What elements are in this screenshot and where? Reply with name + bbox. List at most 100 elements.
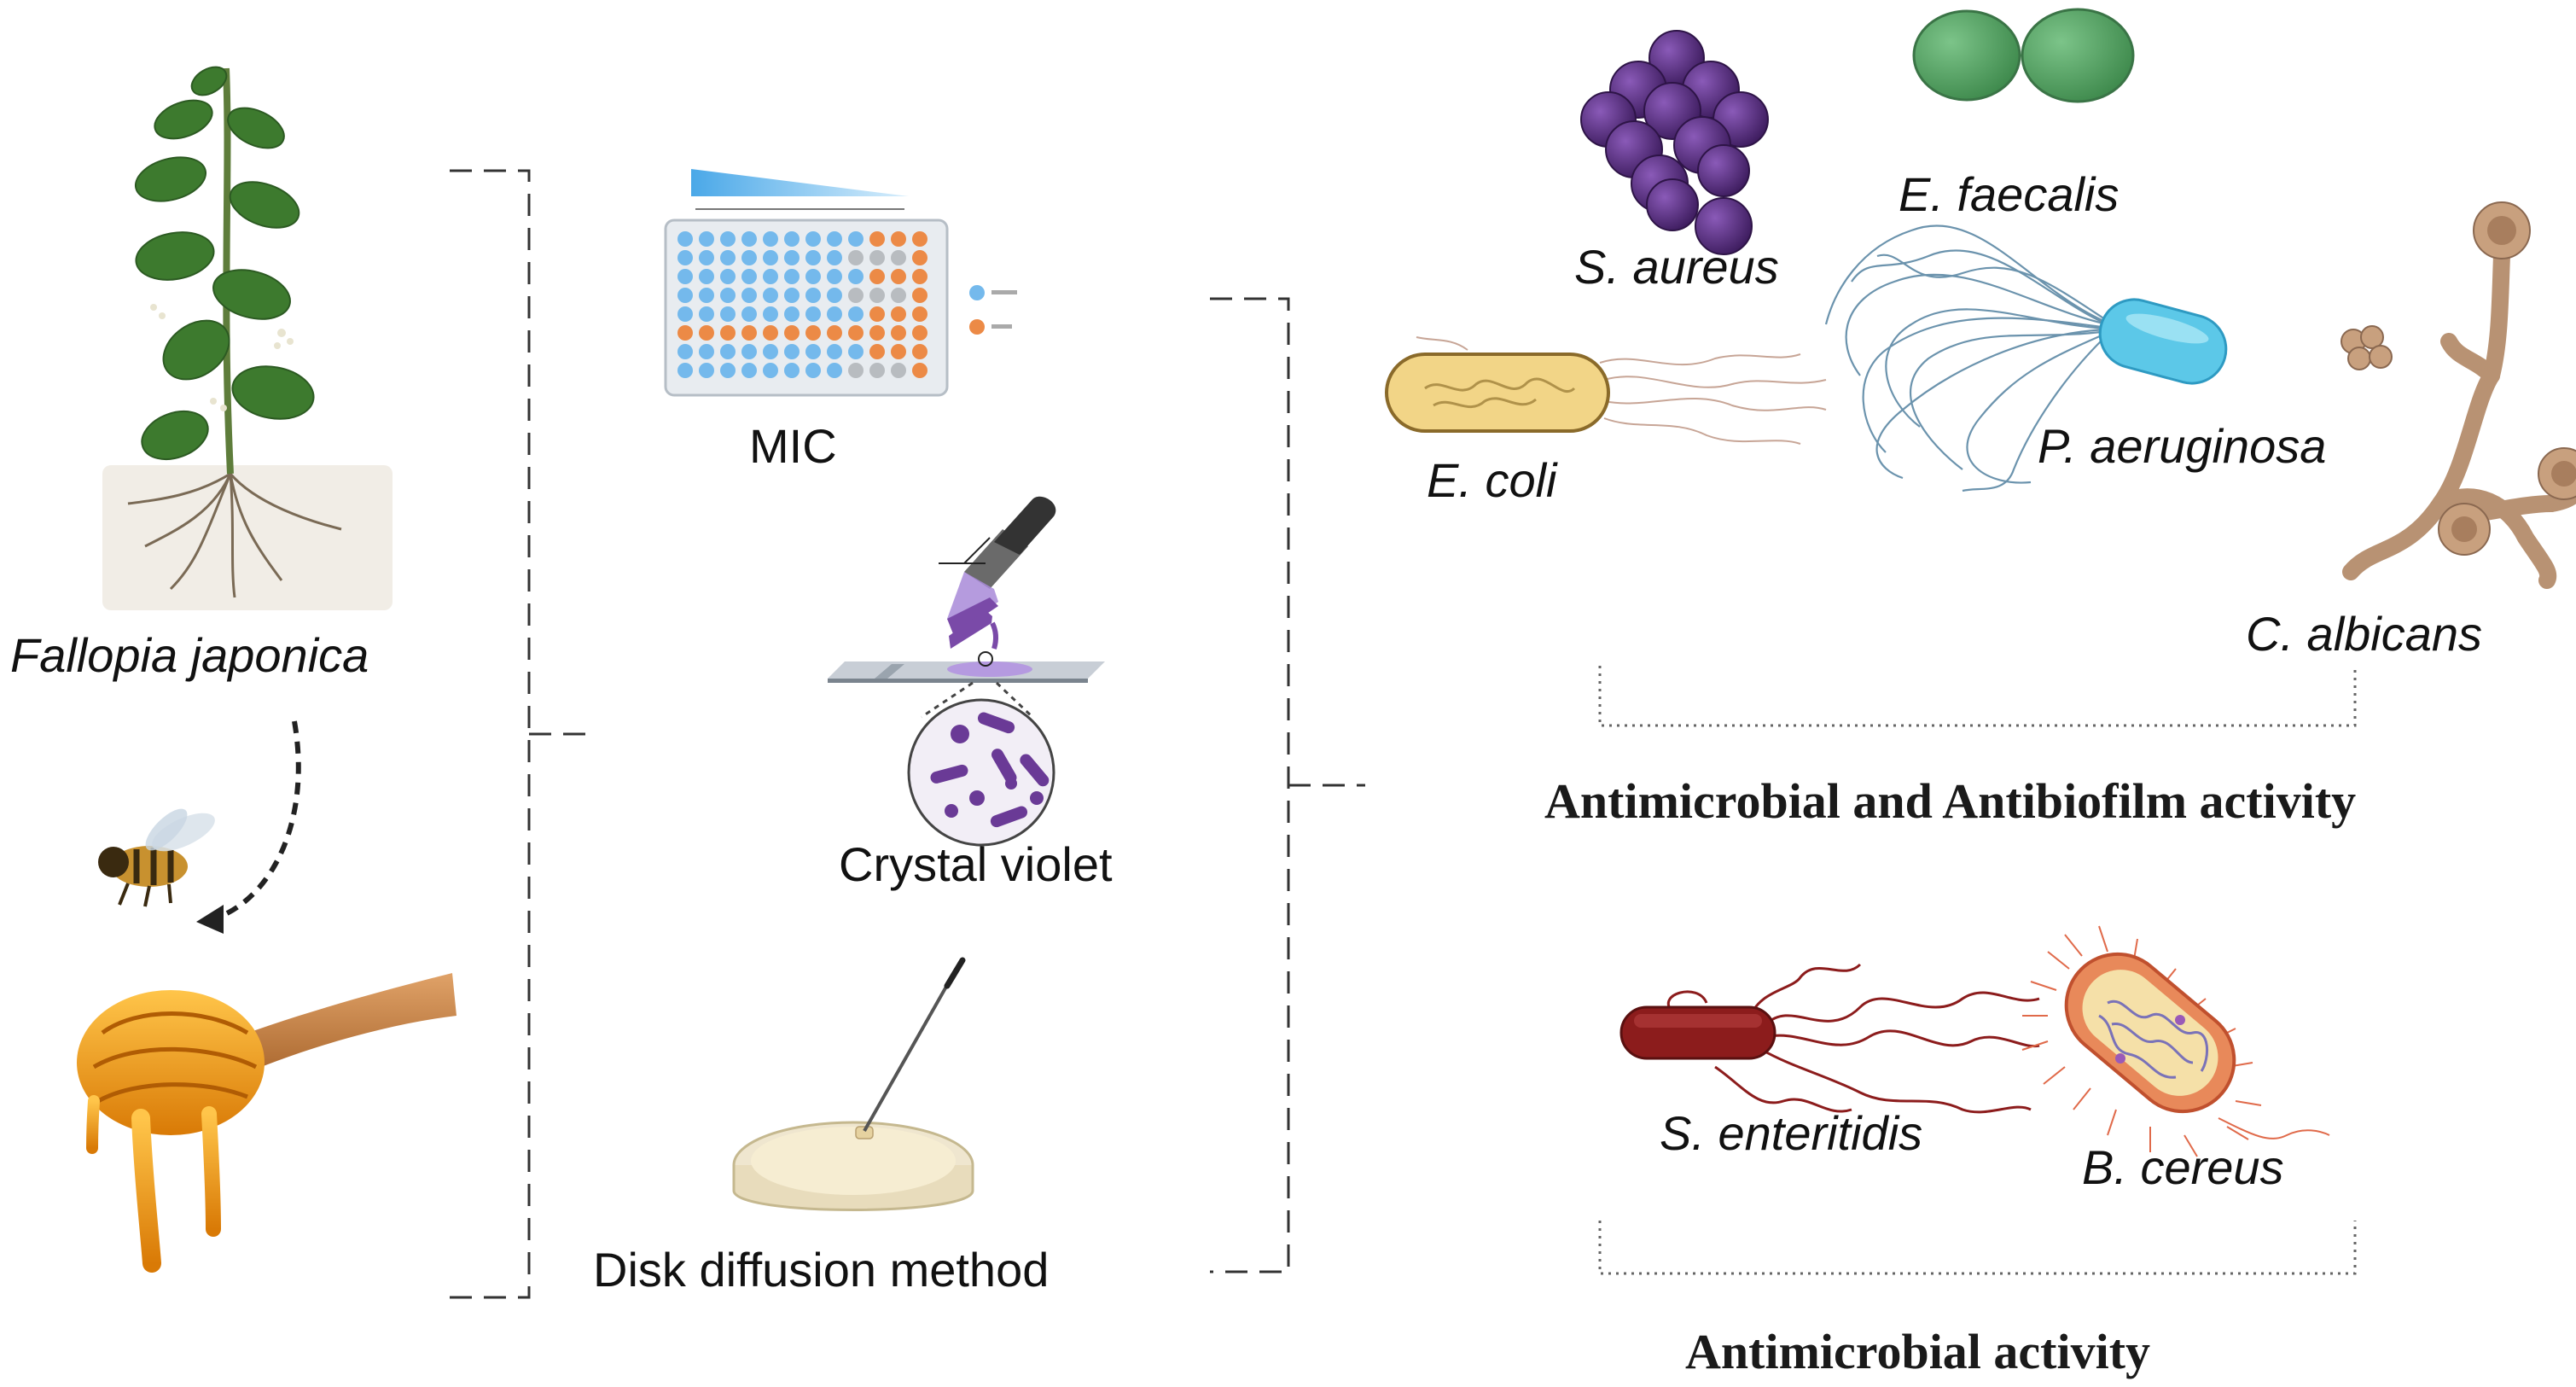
honey-dipper-icon [77, 973, 456, 1273]
microplate-well [869, 363, 885, 378]
e-faecalis-icon [1912, 8, 2135, 103]
microplate-well [848, 250, 864, 265]
microplate-well [912, 231, 927, 247]
microplate-well [699, 325, 714, 341]
microplate-well [677, 363, 693, 378]
microplate-well [869, 325, 885, 341]
microplate-well [805, 231, 821, 247]
microplate-well [677, 325, 693, 341]
microplate-well [827, 325, 842, 341]
microplate-well [784, 288, 800, 303]
microplate-well [848, 231, 864, 247]
microplate-well [741, 269, 757, 284]
group-title-antimicrobial: Antimicrobial activity [1685, 1324, 2151, 1379]
organism-label-b-cereus: B. cereus [2082, 1140, 2284, 1194]
microplate-well [763, 288, 778, 303]
microplate-well [912, 344, 927, 359]
microplate-well [763, 325, 778, 341]
left-bracket [450, 169, 597, 1299]
microplate-well [912, 325, 927, 341]
microplate-well [891, 269, 906, 284]
microplate-well [720, 269, 736, 284]
microplate-well [805, 269, 821, 284]
microplate-well [869, 269, 885, 284]
microplate-well [827, 269, 842, 284]
microplate-well [699, 231, 714, 247]
microplate-well [848, 363, 864, 378]
microplate-well [805, 288, 821, 303]
microplate-well [869, 250, 885, 265]
method-label-disk-diffusion: Disk diffusion method [593, 1243, 1050, 1297]
microplate-well [827, 306, 842, 322]
microplate-well [912, 363, 927, 378]
organism-label-e-faecalis: E. faecalis [1899, 167, 2120, 221]
microplate-well [848, 269, 864, 284]
microplate-well [720, 250, 736, 265]
group-bracket-antibiofilm [1598, 666, 2357, 727]
microplate-well [741, 363, 757, 378]
microplate-well [805, 363, 821, 378]
method-label-crystal-violet: Crystal violet [839, 837, 1113, 891]
microplate-well [784, 250, 800, 265]
microplate-well [848, 288, 864, 303]
microplate-well [912, 288, 927, 303]
microplate-well [827, 344, 842, 359]
e-coli-icon [1385, 336, 1827, 445]
microplate-well [912, 269, 927, 284]
microplate-well [741, 306, 757, 322]
microplate-well [848, 306, 864, 322]
organism-label-s-enteritidis: S. enteritidis [1660, 1106, 1923, 1160]
microplate-well [912, 250, 927, 265]
microplate-well [784, 344, 800, 359]
microplate-well [699, 363, 714, 378]
dropper-slide-icon [828, 496, 1105, 847]
microplate-well [763, 344, 778, 359]
b-cereus-icon [2021, 925, 2330, 1157]
bee-icon [98, 808, 215, 907]
s-aureus-icon [1580, 30, 1769, 255]
group-title-antibiofilm: Antimicrobial and Antibiofilm activity [1544, 773, 2357, 829]
microplate-well [784, 363, 800, 378]
microplate-well [699, 288, 714, 303]
microplate-well [784, 306, 800, 322]
microplate-well [720, 325, 736, 341]
microplate-well [720, 306, 736, 322]
microplate-well [827, 363, 842, 378]
microplate-well [805, 325, 821, 341]
group-bracket-antimicrobial [1598, 1221, 2357, 1275]
microplate-well [699, 306, 714, 322]
microplate-well [805, 344, 821, 359]
microplate-well [741, 344, 757, 359]
arrow-head-icon [196, 905, 224, 934]
microplate-well [784, 231, 800, 247]
microplate-well [891, 363, 906, 378]
microplate-well [805, 250, 821, 265]
c-albicans-icon [2340, 201, 2576, 589]
organism-label-p-aeruginosa: P. aeruginosa [2038, 419, 2327, 473]
microplate-well [741, 250, 757, 265]
microplate-well [848, 344, 864, 359]
organism-label-s-aureus: S. aureus [1574, 240, 1779, 294]
pollination-arrow [216, 720, 301, 920]
microplate-well [763, 363, 778, 378]
microplate-well [741, 325, 757, 341]
plant-label: Fallopia japonica [10, 628, 369, 682]
microplate-well [720, 363, 736, 378]
microplate-well [869, 231, 885, 247]
microplate-well [699, 250, 714, 265]
microplate-icon [664, 169, 1017, 397]
organism-label-c-albicans: C. albicans [2246, 607, 2483, 661]
microplate-well [827, 250, 842, 265]
microplate-well [784, 325, 800, 341]
microplate-well [720, 288, 736, 303]
microplate-well [891, 306, 906, 322]
microplate-well [763, 306, 778, 322]
microplate-well [720, 344, 736, 359]
p-aeruginosa-icon [1824, 224, 2228, 492]
microplate-well [699, 269, 714, 284]
microplate-well [763, 269, 778, 284]
microplate-well [891, 288, 906, 303]
method-label-mic: MIC [749, 419, 837, 473]
middle-bracket [1210, 297, 1365, 1273]
